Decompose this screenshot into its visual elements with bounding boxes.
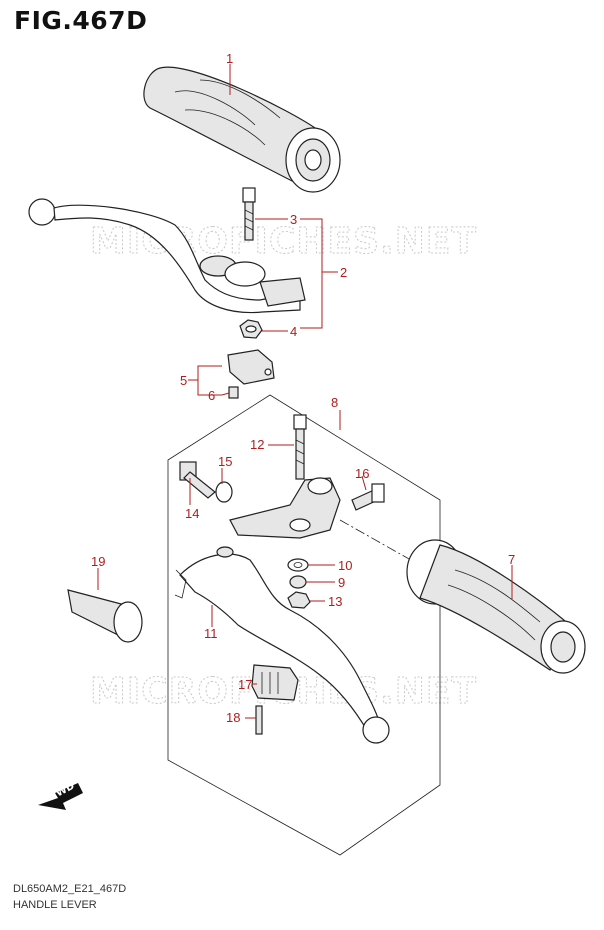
callout-17[interactable]: 17 <box>238 677 252 692</box>
lever-holder[interactable] <box>229 477 341 539</box>
bracket-washer[interactable] <box>215 481 233 503</box>
callout-8[interactable]: 8 <box>331 395 338 410</box>
spacer[interactable] <box>289 575 307 589</box>
brake-lever[interactable] <box>174 546 390 744</box>
washer[interactable] <box>287 558 309 572</box>
right-grip[interactable] <box>406 539 586 674</box>
callout-12[interactable]: 12 <box>250 437 264 452</box>
figure-caption: HANDLE LEVER <box>13 899 97 911</box>
clutch-switch[interactable] <box>227 349 275 385</box>
brake-switch[interactable] <box>251 664 299 701</box>
lever-pivot-bolt[interactable] <box>293 414 307 480</box>
callout-4[interactable]: 4 <box>290 324 297 339</box>
callout-7[interactable]: 7 <box>508 552 515 567</box>
assembly-outline <box>167 394 441 856</box>
model-code: DL650AM2_E21_467D <box>13 883 127 895</box>
fwd-arrow: FWD <box>38 781 83 810</box>
pivot-bolt[interactable] <box>242 187 256 241</box>
callout-13[interactable]: 13 <box>328 594 342 609</box>
leader-lines <box>97 64 513 719</box>
bracket-bolt[interactable] <box>179 461 216 499</box>
callout-3[interactable]: 3 <box>290 212 297 227</box>
bar-end-weight[interactable] <box>67 589 143 643</box>
callout-6[interactable]: 6 <box>208 388 215 403</box>
callout-10[interactable]: 10 <box>338 558 352 573</box>
callout-1[interactable]: 1 <box>226 51 233 66</box>
clutch-lever-assembly[interactable] <box>28 198 306 314</box>
switch-screw[interactable] <box>228 386 239 399</box>
callouts: 1 3 2 4 5 6 8 12 15 16 14 7 19 10 9 13 1… <box>91 51 515 725</box>
upper-nut[interactable] <box>239 319 263 339</box>
callout-19[interactable]: 19 <box>91 554 105 569</box>
callout-16[interactable]: 16 <box>355 466 369 481</box>
callout-2[interactable]: 2 <box>340 265 347 280</box>
figure-title: FIG.467D <box>14 6 148 35</box>
switch-screw-lower[interactable] <box>255 705 263 735</box>
callout-15[interactable]: 15 <box>218 454 232 469</box>
callout-14[interactable]: 14 <box>185 506 199 521</box>
callout-11[interactable]: 11 <box>204 626 218 641</box>
callout-5[interactable]: 5 <box>180 373 187 388</box>
lock-nut[interactable] <box>287 591 311 609</box>
holder-bolt[interactable] <box>351 483 385 511</box>
left-grip[interactable] <box>143 66 341 193</box>
callout-18[interactable]: 18 <box>226 710 240 725</box>
callout-9[interactable]: 9 <box>338 575 345 590</box>
